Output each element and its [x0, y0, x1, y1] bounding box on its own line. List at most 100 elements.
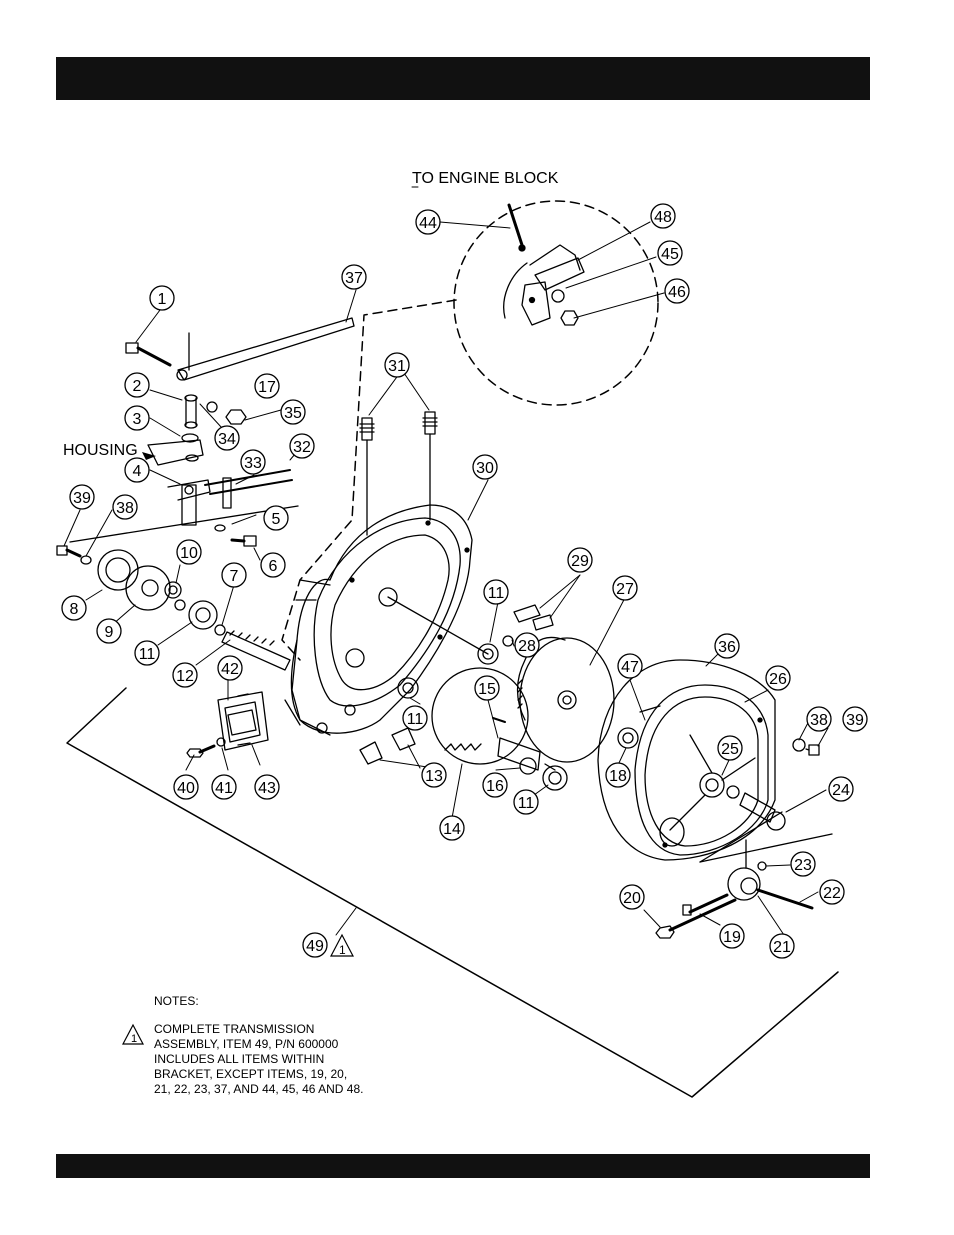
callout-c20: 20 — [619, 884, 645, 910]
callout-group: 1234567891011111111121314151617181920212… — [61, 203, 868, 959]
callout-c9: 9 — [96, 618, 122, 644]
callout-circle — [719, 923, 745, 949]
callout-number: 33 — [244, 455, 262, 472]
center-bearings — [387, 596, 568, 791]
callout-c28: 28 — [514, 632, 540, 658]
callout-number: 5 — [272, 511, 281, 528]
callout-number: 34 — [218, 431, 236, 448]
callout-c46: 46 — [664, 278, 690, 304]
callout-number: 35 — [284, 405, 302, 422]
callout-number: 16 — [486, 778, 504, 795]
callout-circle — [657, 240, 683, 266]
callout-number: 22 — [823, 885, 841, 902]
callout-circle — [717, 735, 743, 761]
callout-c21: 21 — [769, 933, 795, 959]
callout-c11d: 11 — [513, 789, 539, 815]
side-cover — [597, 659, 833, 863]
shift-linkage — [69, 394, 299, 547]
note-item: 1 COMPLETE TRANSMISSION ASSEMBLY, ITEM 4… — [121, 1022, 451, 1097]
callout-c18: 18 — [605, 762, 631, 788]
callout-c39a: 39 — [69, 484, 95, 510]
callout-number: 11 — [488, 585, 505, 602]
leader-lines — [63, 186, 829, 936]
callout-c10: 10 — [176, 539, 202, 565]
callout-circle — [217, 655, 243, 681]
callout-number: 42 — [221, 661, 239, 678]
callout-circle — [612, 575, 638, 601]
callout-number: 31 — [388, 358, 406, 375]
note-line: BRACKET, EXCEPT ITEMS, 19, 20, — [154, 1067, 348, 1081]
callout-c4: 4 — [124, 457, 150, 483]
callout-c8: 8 — [61, 595, 87, 621]
callout-c48: 48 — [650, 203, 676, 229]
callout-c29: 29 — [567, 547, 593, 573]
callout-number: 38 — [810, 712, 828, 729]
callout-c22: 22 — [819, 879, 845, 905]
callout-circle — [240, 449, 266, 475]
callout-number: 11 — [139, 646, 156, 663]
callout-circle — [214, 425, 240, 451]
lever-arm — [176, 317, 355, 381]
callout-number: 4 — [133, 463, 142, 480]
callout-c33: 33 — [240, 449, 266, 475]
callout-c1: 1 — [149, 285, 175, 311]
callout-c38b: 38 — [806, 706, 832, 732]
callout-c15: 15 — [474, 675, 500, 701]
callout-c12: 12 — [172, 662, 198, 688]
callout-c26: 26 — [765, 665, 791, 691]
callout-number: 46 — [668, 284, 686, 301]
callout-c6: 6 — [260, 552, 286, 578]
callout-c11c: 11 — [402, 705, 428, 731]
callout-circle — [384, 352, 410, 378]
housing-label: HOUSING — [63, 442, 138, 459]
callout-number: 37 — [345, 270, 363, 287]
note-marker-triangle: 1 — [330, 933, 354, 957]
note-line: COMPLETE TRANSMISSION — [154, 1022, 315, 1036]
callout-number: 25 — [721, 741, 739, 758]
callout-c11a: 11 — [134, 640, 160, 666]
callout-c31: 31 — [384, 352, 410, 378]
svg-text:1: 1 — [339, 943, 346, 957]
callout-circle — [619, 884, 645, 910]
callout-number: 2 — [133, 378, 142, 395]
svg-text:1: 1 — [131, 1033, 137, 1045]
callout-number: 39 — [846, 712, 864, 729]
callout-circle — [124, 457, 150, 483]
callout-circle — [605, 762, 631, 788]
callout-number: 9 — [105, 624, 114, 641]
callout-circle — [176, 539, 202, 565]
callout-c47: 47 — [617, 653, 643, 679]
studs — [359, 411, 438, 536]
callout-number: 39 — [73, 490, 91, 507]
callout-circle — [149, 285, 175, 311]
callout-circle — [664, 278, 690, 304]
callout-c13: 13 — [421, 762, 447, 788]
callout-number: 8 — [70, 601, 79, 618]
callout-circle — [341, 264, 367, 290]
callout-circle — [69, 484, 95, 510]
callout-number: 23 — [794, 857, 812, 874]
callout-number: 43 — [258, 780, 276, 797]
callout-number: 38 — [116, 500, 134, 517]
callout-circle — [134, 640, 160, 666]
callout-number: 20 — [623, 890, 641, 907]
callout-circle — [567, 547, 593, 573]
callout-circle — [302, 932, 328, 958]
callout-c39b: 39 — [842, 706, 868, 732]
left-bearing-stack — [56, 545, 226, 636]
callout-circle — [260, 552, 286, 578]
callout-c27: 27 — [612, 575, 638, 601]
callout-circle — [483, 579, 509, 605]
callout-circle — [415, 209, 441, 235]
housing-arrow — [142, 452, 156, 460]
callout-c49: 49 — [302, 932, 328, 958]
pinion-gear — [431, 667, 556, 775]
note-text: COMPLETE TRANSMISSION ASSEMBLY, ITEM 49,… — [154, 1022, 363, 1097]
callout-c23: 23 — [790, 851, 816, 877]
callout-circle — [828, 776, 854, 802]
notes-block: NOTES: 1 COMPLETE TRANSMISSION ASSEMBLY,… — [121, 994, 451, 1097]
callout-number: 41 — [215, 780, 233, 797]
callout-c40: 40 — [173, 774, 199, 800]
callout-c16: 16 — [482, 772, 508, 798]
